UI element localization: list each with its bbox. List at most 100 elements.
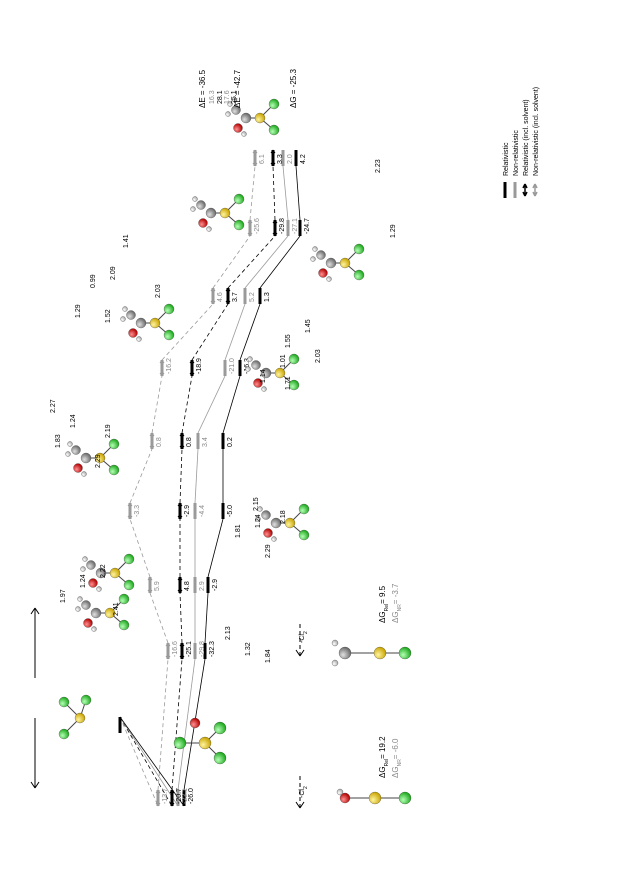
final-val-2: 17.6: [224, 90, 231, 104]
reactant-cl-icon: [58, 696, 70, 708]
solvent-arrow-icon: [210, 287, 216, 305]
bond-length-label: 1.41: [123, 234, 130, 248]
mol-cl-icon: [288, 379, 300, 391]
mol-h-icon: [241, 131, 247, 137]
solvent-arrow-icon: [179, 642, 185, 660]
bottom-right-annotation: ΔGRel= 9.5 ΔGNR= -3.7 -Cl2: [295, 583, 403, 657]
energy-label: -27.1: [292, 218, 299, 234]
energy-label: -25.6: [254, 218, 261, 234]
mol-o-icon: [128, 328, 138, 338]
energy-label: -16.3: [244, 358, 251, 374]
connector-line: [207, 518, 224, 578]
connector-line: [151, 375, 163, 434]
solvent-arrow-icon: [225, 287, 231, 305]
bond-length-label: 0.99: [90, 274, 97, 288]
connector-line: [129, 448, 153, 504]
mol-cl-icon: [123, 553, 135, 565]
complex-s-icon: [198, 736, 212, 750]
mol-s-icon: [274, 367, 286, 379]
bond-length-label: 2.03: [315, 349, 322, 363]
mol-h-icon: [81, 471, 87, 477]
mol-s-icon: [219, 207, 231, 219]
connector-line: [204, 592, 209, 644]
bond-length-label: 1.24: [70, 414, 77, 428]
bond-length-label: 1.55: [285, 334, 292, 348]
bond-length-label: 1.84: [265, 649, 272, 663]
energy-label: -26.0: [188, 788, 195, 804]
connector-line: [197, 375, 226, 434]
complex-cl-icon: [173, 736, 187, 750]
mol-h-icon: [75, 606, 81, 612]
bond-length-label: 2.19: [105, 424, 112, 438]
mol-cl-icon: [118, 593, 130, 605]
bond-length-label: 1.24: [255, 514, 262, 528]
mol-c-icon: [95, 567, 107, 579]
final-val-0: 16.3: [209, 90, 216, 104]
mol-h-icon: [80, 566, 86, 572]
energy-label: 1.3: [264, 292, 271, 302]
right-dg-rel: ΔGRel= 9.5: [378, 585, 390, 623]
energy-label: -21.0: [229, 358, 236, 374]
mol-o-icon: [318, 268, 328, 278]
mol-c-icon: [205, 207, 217, 219]
connector-line: [239, 303, 261, 361]
mol-c-icon: [260, 367, 272, 379]
mol-h-icon: [245, 366, 251, 372]
connector-line: [224, 303, 246, 361]
connector-line: [161, 303, 214, 361]
energy-label: -18.9: [196, 358, 203, 374]
solvent-arrow-icon: [252, 149, 258, 167]
mol-h-icon: [255, 516, 261, 522]
mol-s-icon: [109, 567, 121, 579]
mol-cl-icon: [233, 219, 245, 231]
bottom-right-h-icon: [331, 639, 339, 647]
energy-label: -2.9: [212, 579, 219, 591]
right-dg-nr: ΔGNR= -3.7: [391, 583, 403, 623]
connector-line: [119, 716, 179, 807]
mol-o-icon: [83, 618, 93, 628]
mol-o-icon: [73, 463, 83, 473]
energy-levels: [118, 149, 302, 807]
bond-length-label: 1.81: [235, 524, 242, 538]
mol-c-icon: [86, 560, 96, 570]
legend-nonrel-label: Non-relativistic: [513, 130, 520, 176]
mol-cl-icon: [108, 464, 120, 476]
mol-c-icon: [196, 200, 206, 210]
mol-c-icon: [81, 600, 91, 610]
solvent-arrow-icon: [169, 789, 175, 807]
energy-label: 2.9: [199, 581, 206, 591]
right-minus-cl2: -Cl2: [299, 631, 309, 643]
solvent-arrow-icon: [270, 149, 276, 167]
bond-length-label: 1.32: [245, 642, 252, 656]
connector-line: [249, 165, 256, 221]
bond-length-label: 2.15: [253, 497, 260, 511]
legend-nonrel-solv-arrow-icon: [532, 183, 538, 197]
mol-h-icon: [91, 626, 97, 632]
energy-label: 3.7: [232, 292, 239, 302]
mol-c-icon: [231, 105, 241, 115]
mol-c-icon: [316, 250, 326, 260]
mol-h-icon: [96, 586, 102, 592]
reactant-cl-icon: [80, 694, 92, 706]
connector-line: [179, 448, 183, 504]
connector-line: [227, 235, 276, 289]
connector-line: [181, 375, 193, 434]
bottom-right-h-icon: [331, 659, 339, 667]
connector-line: [222, 375, 241, 434]
final-val-1: 28.1: [217, 90, 224, 104]
mol-c-icon: [71, 445, 81, 455]
mol-h-icon: [257, 506, 263, 512]
bond-length-label: 1.14: [260, 369, 267, 383]
mol-o-icon: [233, 123, 243, 133]
legend-rel-solv-arrow-icon: [522, 183, 528, 197]
mol-cl-icon: [118, 619, 130, 631]
mol-s-icon: [104, 607, 116, 619]
energy-label: -4.4: [199, 505, 206, 517]
mol-cl-icon: [233, 193, 245, 205]
energy-label: -16.6: [172, 641, 179, 657]
mol-h-icon: [247, 356, 253, 362]
mol-c-icon: [270, 517, 282, 529]
solvent-arrow-icon: [189, 359, 195, 377]
molecule-structures: 1.321.842.131.242.221.972.412.152.181.81…: [50, 98, 412, 805]
